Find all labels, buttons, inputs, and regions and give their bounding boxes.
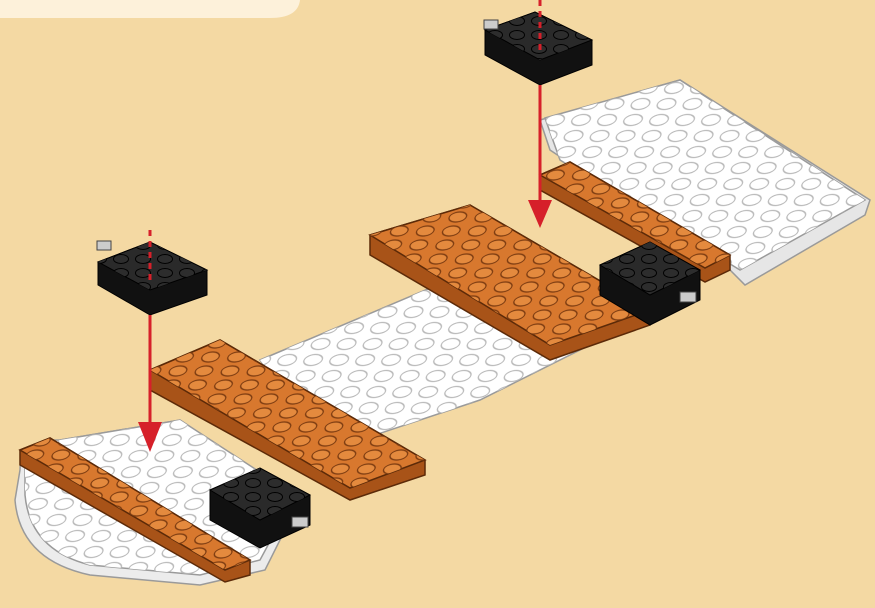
black-clip-plate-front-floating <box>97 241 207 315</box>
black-clip-plate-rear-floating <box>484 12 592 85</box>
panel-corner <box>0 0 300 18</box>
